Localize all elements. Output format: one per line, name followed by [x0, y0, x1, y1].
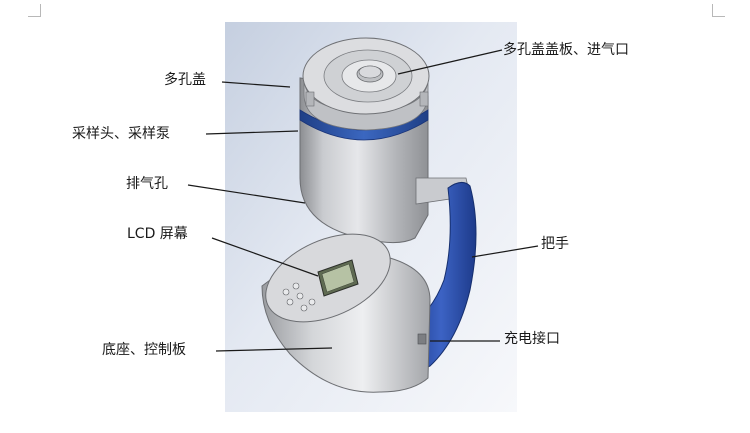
leader-lid-plate [397, 49, 503, 75]
label-sampling-head: 采样头、采样泵 [72, 126, 170, 142]
panel-button-1 [282, 288, 290, 296]
charging-port [417, 333, 427, 345]
leader-lcd [211, 237, 319, 277]
leader-exhaust [187, 184, 306, 204]
panel-button-5 [300, 304, 308, 312]
crop-mark-top-right [712, 4, 725, 17]
lid-clip-left [305, 91, 315, 107]
label-exhaust: 排气孔 [126, 176, 168, 192]
panel-button-6 [308, 298, 316, 306]
label-base: 底座、控制板 [102, 342, 186, 358]
label-lid: 多孔盖 [164, 72, 206, 88]
lid-clip-right [419, 91, 429, 107]
panel-button-4 [296, 292, 304, 300]
label-charging: 充电接口 [504, 331, 560, 347]
air-inlet-knob-top [358, 65, 382, 79]
label-handle: 把手 [541, 236, 569, 252]
leader-lid [221, 81, 291, 88]
label-lid-plate: 多孔盖盖板、进气口 [503, 42, 629, 58]
leader-sampling-head [205, 130, 299, 135]
panel-button-3 [286, 298, 294, 306]
panel-button-2 [292, 282, 300, 290]
label-lcd: LCD 屏幕 [127, 226, 188, 242]
leader-handle [471, 245, 539, 258]
lcd-display-area [321, 263, 355, 293]
crop-mark-top-left [28, 4, 41, 17]
leader-base [215, 347, 333, 352]
